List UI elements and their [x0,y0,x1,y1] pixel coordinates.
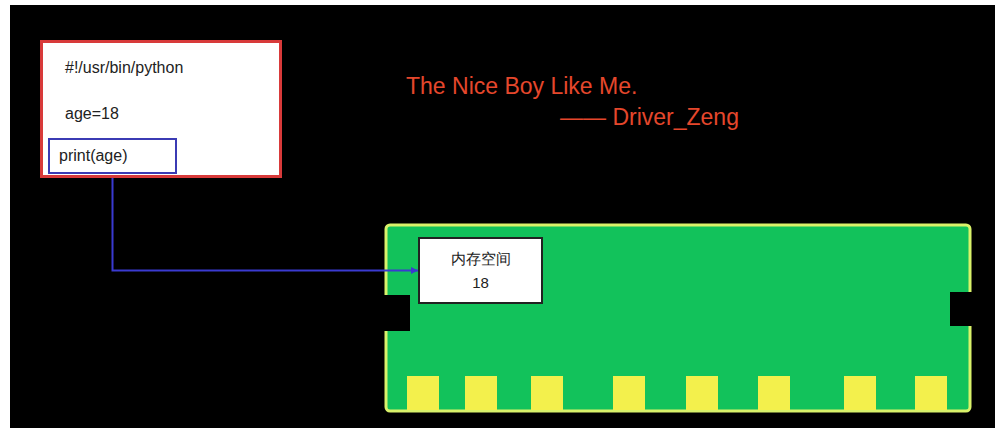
node-text: print(age) [59,147,127,165]
slogan-text: The Nice Boy Like Me. [406,73,637,100]
stick-notch [950,292,972,326]
node-text: 18 [472,274,489,291]
black-ground [10,5,995,428]
node-text: age=18 [65,105,119,123]
author-text: —— Driver_Zeng [560,104,739,131]
stick-pads [407,376,947,410]
pointer-arrow [113,174,419,271]
node-text: 内存空间 [451,250,511,269]
node-text: #!/usr/bin/python [65,59,183,77]
memory-cell: 内存空间 18 [418,237,543,304]
memory-stick [386,225,970,411]
script-box: #!/usr/bin/python age=18 print(age) [40,40,282,178]
statement-box: print(age) [48,138,177,174]
stick-notch [384,295,410,331]
